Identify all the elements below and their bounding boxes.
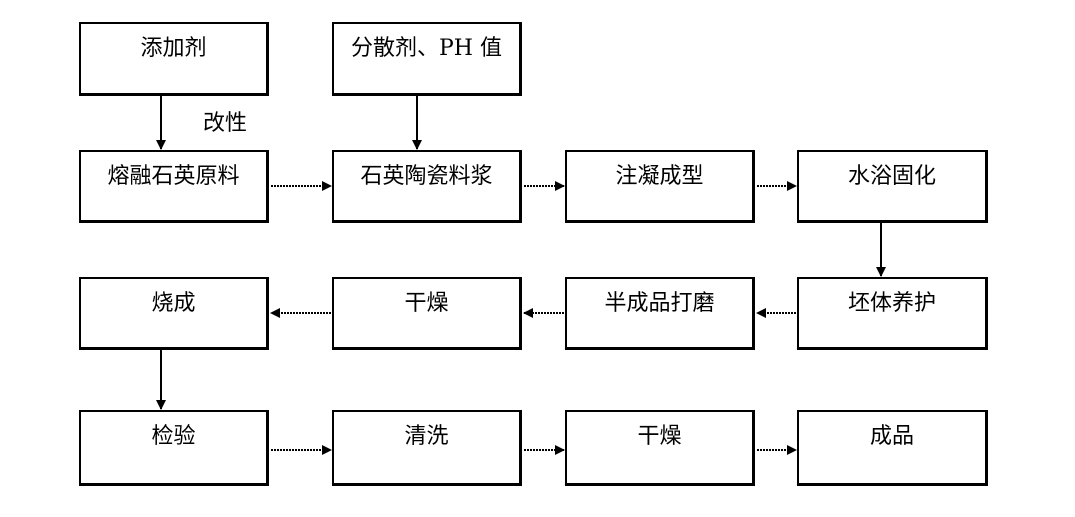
box-additive: 添加剂: [79, 22, 269, 96]
box-cleaning: 清洗: [332, 410, 522, 486]
box-drying-1: 干燥: [332, 277, 522, 350]
box-finished-product: 成品: [797, 410, 988, 486]
box-quartz-ceramic-slurry: 石英陶瓷料浆: [332, 150, 522, 223]
box-fused-quartz-raw-material: 熔融石英原料: [79, 150, 269, 223]
box-firing: 烧成: [79, 277, 269, 350]
box-dispersant-ph: 分散剂、PH 值: [332, 22, 522, 96]
box-semi-product-grinding: 半成品打磨: [565, 277, 755, 350]
box-drying-2: 干燥: [565, 410, 755, 486]
label-modification: 改性: [203, 111, 248, 136]
box-water-bath-curing: 水浴固化: [797, 150, 988, 223]
box-green-body-curing: 坯体养护: [797, 277, 988, 350]
box-gelcasting: 注凝成型: [565, 150, 755, 223]
box-inspection: 检验: [79, 410, 269, 486]
